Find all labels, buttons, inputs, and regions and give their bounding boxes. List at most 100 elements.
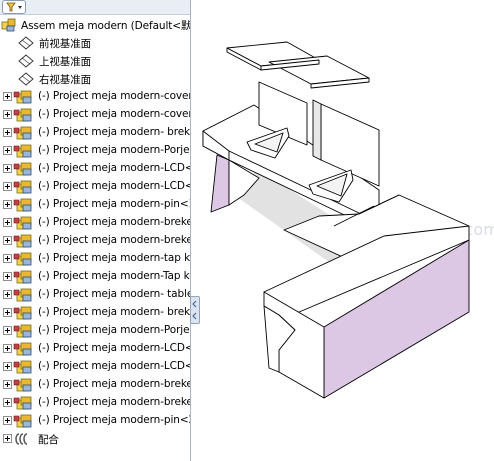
expand-toggle[interactable] bbox=[3, 164, 12, 173]
tree-item-part[interactable]: (-) Project meja modern- breket bbox=[0, 304, 190, 322]
mates-icon bbox=[15, 433, 28, 445]
expand-toggle[interactable] bbox=[3, 182, 12, 191]
tree-item-part[interactable]: (-) Project meja modern-Porject bbox=[0, 142, 190, 160]
tree-item-part[interactable]: (-) Project meja modern-Porject bbox=[0, 322, 190, 340]
expand-toggle[interactable] bbox=[3, 110, 12, 119]
tree-item-label: (-) Project meja modern-LCD<1 bbox=[38, 162, 191, 174]
part-icon bbox=[13, 234, 32, 248]
expand-toggle[interactable] bbox=[3, 326, 12, 335]
part-icon bbox=[13, 216, 32, 230]
expand-toggle[interactable] bbox=[3, 128, 12, 137]
tree-item-plane[interactable]: 上视基准面 bbox=[0, 52, 190, 70]
desk-model bbox=[202, 41, 470, 399]
tree-item-label: (-) Project meja modern-pin<1> bbox=[38, 198, 191, 210]
filter-icon bbox=[6, 2, 22, 12]
part-icon bbox=[13, 180, 32, 194]
tree-root-label: Assem meja modern (Default<默认 bbox=[21, 20, 191, 32]
part-icon bbox=[13, 288, 32, 302]
tree-item-part[interactable]: (-) Project meja modern-LCD<2 bbox=[0, 178, 190, 196]
tree-item-label: (-) Project meja modern-LCD<4 bbox=[38, 360, 191, 372]
tree-item-label: 配合 bbox=[38, 434, 59, 446]
expand-toggle[interactable] bbox=[3, 92, 12, 101]
filter-bar bbox=[0, 0, 190, 15]
plane-icon bbox=[18, 36, 34, 50]
tree-item-part[interactable]: (-) Project meja modern-cover t bbox=[0, 106, 190, 124]
part-icon bbox=[13, 126, 32, 140]
tree-item-part[interactable]: (-) Project meja modern- breket bbox=[0, 124, 190, 142]
plane-icon bbox=[18, 54, 34, 68]
tree-item-label: (-) Project meja modern- breket bbox=[38, 126, 191, 138]
tree-item-plane[interactable]: 右视基准面 bbox=[0, 70, 190, 88]
expand-toggle[interactable] bbox=[3, 434, 12, 443]
filter-button[interactable] bbox=[2, 0, 26, 14]
tree-item-part[interactable]: (-) Project meja modern- table< bbox=[0, 286, 190, 304]
tree-item-part[interactable]: (-) Project meja modern-pin<2> bbox=[0, 412, 190, 430]
part-icon bbox=[13, 270, 32, 284]
part-icon bbox=[13, 198, 32, 212]
feature-manager-tree: Assem meja modern (Default<默认 前视基准面上视基准面… bbox=[0, 0, 191, 461]
tree-item-part[interactable]: (-) Project meja modern-breket bbox=[0, 214, 190, 232]
tree-item-label: (-) Project meja modern-breket bbox=[38, 234, 191, 246]
part-icon bbox=[13, 396, 32, 410]
tree-item-label: (-) Project meja modern-Porject bbox=[38, 144, 191, 156]
tree-item-part[interactable]: (-) Project meja modern-Tap ke bbox=[0, 268, 190, 286]
tree-item-label: 前视基准面 bbox=[39, 38, 91, 50]
assembly-icon bbox=[1, 18, 16, 32]
tree-item-label: (-) Project meja modern-pin<2> bbox=[38, 414, 191, 426]
tree-item-label: (-) Project meja modern-LCD<2 bbox=[38, 180, 191, 192]
part-icon bbox=[13, 306, 32, 320]
tree-item-label: (-) Project meja modern-breket bbox=[38, 396, 191, 408]
splitter-arrows-icon bbox=[192, 300, 197, 320]
tree-item-mates[interactable]: 配合 bbox=[0, 430, 190, 448]
expand-toggle[interactable] bbox=[3, 362, 12, 371]
expand-toggle[interactable] bbox=[3, 146, 12, 155]
expand-toggle[interactable] bbox=[3, 200, 12, 209]
panel-splitter-handle[interactable] bbox=[190, 296, 200, 324]
tree-item-part[interactable]: (-) Project meja modern-breket bbox=[0, 394, 190, 412]
tree-item-part[interactable]: (-) Project meja modern-LCD<1 bbox=[0, 160, 190, 178]
part-icon bbox=[13, 378, 32, 392]
tree-item-label: 上视基准面 bbox=[39, 56, 91, 68]
tree-item-label: (-) Project meja modern-Tap ke bbox=[38, 270, 191, 282]
tree-item-label: (-) Project meja modern- breket bbox=[38, 306, 191, 318]
part-icon bbox=[13, 414, 32, 428]
expand-toggle[interactable] bbox=[3, 308, 12, 317]
part-icon bbox=[13, 144, 32, 158]
tree-item-label: (-) Project meja modern-breket bbox=[38, 378, 191, 390]
tree-item-label: (-) Project meja modern-cover t bbox=[38, 108, 191, 120]
tree-item-label: (-) Project meja modern-tap key bbox=[38, 252, 191, 264]
expand-toggle[interactable] bbox=[3, 398, 12, 407]
expand-toggle[interactable] bbox=[3, 416, 12, 425]
tree-item-part[interactable]: (-) Project meja modern-breket bbox=[0, 376, 190, 394]
tree-item-label: (-) Project meja modern-breket bbox=[38, 216, 191, 228]
expand-toggle[interactable] bbox=[3, 344, 12, 353]
tree-item-plane[interactable]: 前视基准面 bbox=[0, 34, 190, 52]
part-icon bbox=[13, 252, 32, 266]
part-icon bbox=[13, 90, 32, 104]
expand-toggle[interactable] bbox=[3, 254, 12, 263]
graphics-viewport[interactable]: mfcad888.com bbox=[199, 0, 494, 461]
expand-toggle[interactable] bbox=[3, 290, 12, 299]
expand-toggle[interactable] bbox=[3, 218, 12, 227]
plane-icon bbox=[18, 72, 34, 86]
tree-root-assembly[interactable]: Assem meja modern (Default<默认 bbox=[0, 16, 190, 34]
tree-item-label: (-) Project meja modern-cover t bbox=[38, 90, 191, 102]
tree-item-part[interactable]: (-) Project meja modern-tap key bbox=[0, 250, 190, 268]
tree-item-label: (-) Project meja modern-Porject bbox=[38, 324, 191, 336]
expand-toggle[interactable] bbox=[3, 272, 12, 281]
tree-item-part[interactable]: (-) Project meja modern-pin<1> bbox=[0, 196, 190, 214]
tree-item-part[interactable]: (-) Project meja modern-breket bbox=[0, 232, 190, 250]
tree-item-part[interactable]: (-) Project meja modern-cover t bbox=[0, 88, 190, 106]
part-icon bbox=[13, 360, 32, 374]
tree-item-part[interactable]: (-) Project meja modern-LCD<4 bbox=[0, 358, 190, 376]
expand-toggle[interactable] bbox=[3, 380, 12, 389]
tree-item-label: 右视基准面 bbox=[39, 74, 91, 86]
tree-item-label: (-) Project meja modern- table< bbox=[38, 288, 191, 300]
tree-item-label: (-) Project meja modern-LCD<3 bbox=[38, 342, 191, 354]
part-icon bbox=[13, 324, 32, 338]
part-icon bbox=[13, 342, 32, 356]
tree-item-part[interactable]: (-) Project meja modern-LCD<3 bbox=[0, 340, 190, 358]
part-icon bbox=[13, 108, 32, 122]
part-icon bbox=[13, 162, 32, 176]
expand-toggle[interactable] bbox=[3, 236, 12, 245]
